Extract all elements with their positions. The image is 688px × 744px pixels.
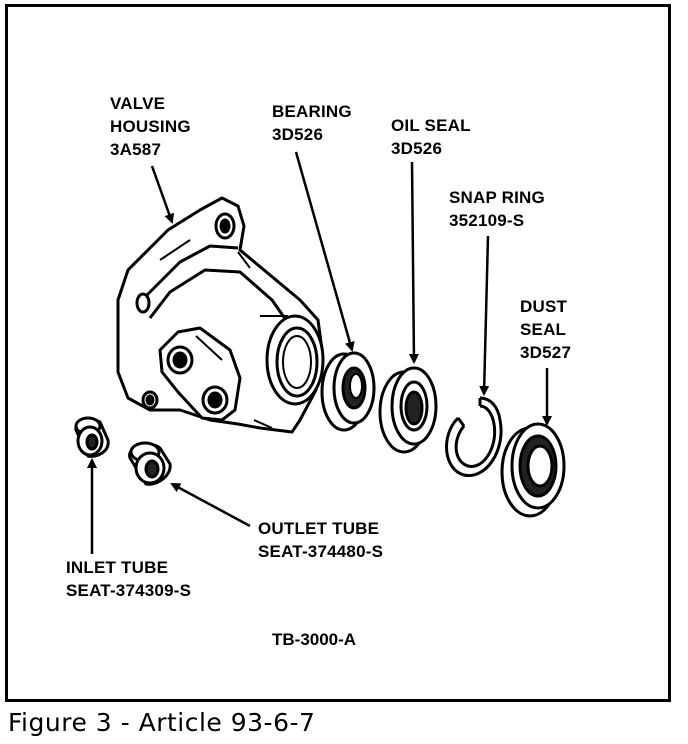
valve-housing-part-number: 3A587: [110, 140, 162, 159]
oil-seal-name: OIL SEAL: [391, 116, 471, 135]
figure-caption: Figure 3 - Article 93-6-7: [8, 708, 316, 737]
dust-seal-part-number: 3D527: [520, 343, 572, 362]
outlet-tube-name: OUTLET TUBE: [258, 519, 380, 538]
bearing-part: [320, 351, 376, 432]
valve-housing-name-2: HOUSING: [110, 117, 191, 136]
snap-ring-name: SNAP RING: [449, 188, 545, 207]
inlet-tube-part-number: SEAT-374309-S: [66, 581, 192, 600]
snap-ring-part: [445, 396, 503, 477]
valve-housing-part: [116, 196, 325, 434]
oil-seal-part-number: 3D526: [391, 139, 443, 158]
bearing-label: BEARING 3D526: [272, 100, 352, 146]
figure-code: TB-3000-A: [272, 630, 357, 649]
inlet-tube-seat-part: [74, 416, 110, 458]
bearing-name: BEARING: [272, 102, 352, 121]
dust-seal-part: [500, 422, 566, 518]
snap-ring-label: SNAP RING 352109-S: [449, 186, 545, 232]
inlet-tube-name: INLET TUBE: [66, 558, 169, 577]
oil-seal-label: OIL SEAL 3D526: [391, 114, 471, 160]
valve-housing-name-1: VALVE: [110, 94, 166, 113]
oil-seal-part: [378, 366, 438, 454]
outlet-tube-part-number: SEAT-374480-S: [258, 542, 384, 561]
bearing-part-number: 3D526: [272, 125, 324, 144]
outlet-tube-seat-part: [128, 441, 172, 486]
dust-seal-name-2: SEAL: [520, 320, 567, 339]
dust-seal-label: DUST SEAL 3D527: [520, 295, 571, 364]
inlet-tube-label: INLET TUBE SEAT-374309-S: [66, 556, 191, 602]
outlet-tube-label: OUTLET TUBE SEAT-374480-S: [258, 517, 383, 563]
figure-frame: [5, 4, 671, 702]
snap-ring-part-number: 352109-S: [449, 211, 525, 230]
dust-seal-name-1: DUST: [520, 297, 568, 316]
valve-housing-label: VALVE HOUSING 3A587: [110, 92, 191, 161]
leader-arrows: [87, 151, 552, 554]
